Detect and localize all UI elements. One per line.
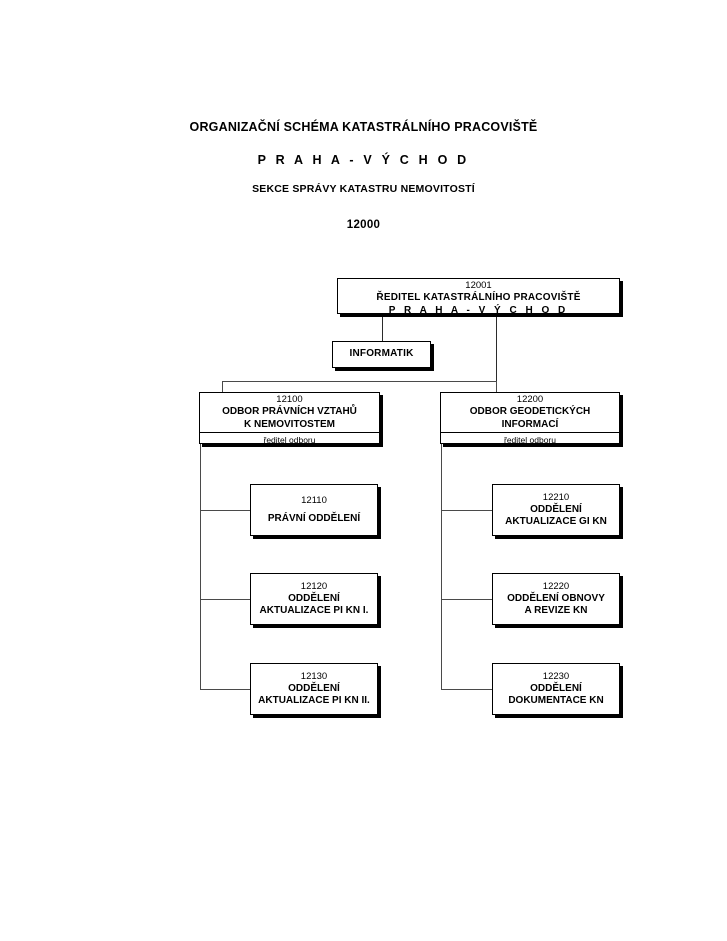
node-body: 12200 ODBOR GEODETICKÝCH INFORMACÍ	[441, 393, 619, 432]
node-code: 12230	[542, 670, 570, 682]
node-body: 12230 ODDĚLENÍ DOKUMENTACE KN	[493, 664, 619, 714]
connector-bus-to-dept-geo	[495, 381, 497, 393]
node-body: 12100 ODBOR PRÁVNÍCH VZTAHŮ K NEMOVITOST…	[200, 393, 379, 432]
node-unit-12220[interactable]: 12220 ODDĚLENÍ OBNOVY A REVIZE KN	[492, 573, 620, 625]
connector-geo-stub-12220	[441, 598, 492, 600]
connector-legal-stub-12130	[200, 688, 250, 690]
connector-legal-trunk	[200, 444, 202, 690]
node-title-line-2: P R A H A - V Ý C H O D	[388, 304, 569, 316]
node-unit-12110[interactable]: 12110 PRÁVNÍ ODDĚLENÍ	[250, 484, 378, 536]
node-unit-12230[interactable]: 12230 ODDĚLENÍ DOKUMENTACE KN	[492, 663, 620, 715]
connector-director-informatik	[381, 314, 383, 341]
node-code: 12200	[516, 394, 544, 405]
node-code: 12130	[300, 670, 328, 682]
node-title-line-1: ŘEDITEL KATASTRÁLNÍHO PRACOVIŠTĚ	[376, 292, 581, 303]
node-title: ODDĚLENÍ AKTUALIZACE GI KN	[505, 503, 607, 528]
page-section-label: SEKCE SPRÁVY KATASTRU NEMOVITOSTÍ	[252, 183, 475, 195]
node-title: INFORMATIK	[349, 348, 414, 360]
node-body: 12110 PRÁVNÍ ODDĚLENÍ	[251, 485, 377, 535]
node-title: ODDĚLENÍ DOKUMENTACE KN	[508, 682, 604, 707]
node-body: 12220 ODDĚLENÍ OBNOVY A REVIZE KN	[493, 574, 619, 624]
connector-geo-trunk	[441, 444, 443, 690]
node-body: INFORMATIK	[333, 342, 430, 367]
node-title: ODDĚLENÍ AKTUALIZACE PI KN I.	[259, 592, 369, 617]
node-role: ředitel odboru	[200, 432, 379, 448]
node-informatik[interactable]: INFORMATIK	[332, 341, 431, 368]
connector-geo-stub-12230	[441, 688, 492, 690]
node-director-12001[interactable]: 12001 ŘEDITEL KATASTRÁLNÍHO PRACOVIŠTĚ P…	[337, 278, 620, 316]
page-subtitle: P R A H A - V Ý C H O D	[257, 153, 470, 167]
node-body: 12001 ŘEDITEL KATASTRÁLNÍHO PRACOVIŠTĚ P…	[338, 279, 619, 318]
node-department-12100[interactable]: 12100 ODBOR PRÁVNÍCH VZTAHŮ K NEMOVITOST…	[199, 392, 380, 445]
node-unit-12210[interactable]: 12210 ODDĚLENÍ AKTUALIZACE GI KN	[492, 484, 620, 536]
node-unit-12120[interactable]: 12120 ODDĚLENÍ AKTUALIZACE PI KN I.	[250, 573, 378, 625]
connector-director-trunk	[495, 314, 497, 382]
node-body: 12130 ODDĚLENÍ AKTUALIZACE PI KN II.	[251, 664, 377, 714]
node-code: 12120	[300, 580, 328, 592]
node-title: ODBOR PRÁVNÍCH VZTAHŮ K NEMOVITOSTEM	[222, 406, 357, 430]
node-code: 12100	[276, 394, 303, 405]
node-department-12200[interactable]: 12200 ODBOR GEODETICKÝCH INFORMACÍ ředit…	[440, 392, 620, 445]
node-role: ředitel odboru	[441, 432, 619, 448]
node-title: PRÁVNÍ ODDĚLENÍ	[267, 512, 361, 524]
node-title: ODDĚLENÍ OBNOVY A REVIZE KN	[507, 592, 605, 617]
connector-legal-stub-12120	[200, 598, 250, 600]
node-code: 12210	[542, 491, 570, 503]
node-unit-12130[interactable]: 12130 ODDĚLENÍ AKTUALIZACE PI KN II.	[250, 663, 378, 715]
node-code: 12220	[542, 580, 570, 592]
page-root-code: 12000	[346, 219, 381, 231]
connector-bus-to-dept-legal	[222, 381, 224, 393]
connector-department-bus	[222, 381, 496, 383]
node-body: 12120 ODDĚLENÍ AKTUALIZACE PI KN I.	[251, 574, 377, 624]
node-code: 12110	[301, 494, 327, 506]
connector-legal-stub-12110	[200, 509, 250, 511]
node-code: 12001	[465, 280, 492, 291]
node-title: ODBOR GEODETICKÝCH INFORMACÍ	[469, 406, 591, 430]
node-title: ODDĚLENÍ AKTUALIZACE PI KN II.	[258, 682, 370, 707]
connector-geo-stub-12210	[441, 509, 492, 511]
page-title: ORGANIZAČNÍ SCHÉMA KATASTRÁLNÍHO PRACOVI…	[189, 120, 538, 134]
node-body: 12210 ODDĚLENÍ AKTUALIZACE GI KN	[493, 485, 619, 535]
